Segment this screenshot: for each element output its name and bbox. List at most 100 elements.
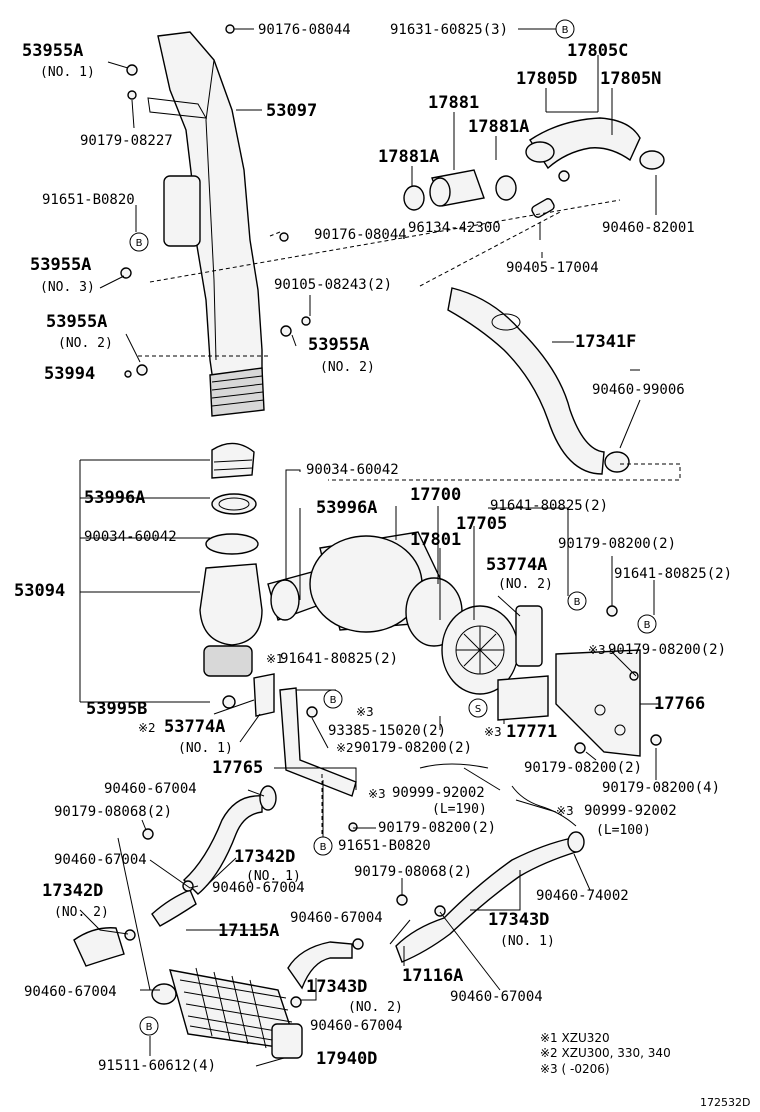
- part-label: 53955A: [22, 41, 83, 61]
- part-label: 90460-74002: [536, 888, 629, 904]
- part-label: 17342D: [234, 847, 295, 867]
- pipe-17805c-drawing: [525, 117, 665, 170]
- part-label: 90460-67004: [24, 984, 117, 1000]
- svg-text:B: B: [330, 695, 337, 706]
- part-label: 17116A: [402, 966, 463, 986]
- part-label: 90179-08200(2): [524, 760, 642, 776]
- part-label: 17805N: [600, 69, 661, 89]
- cleaner-bracket-drawing: [555, 649, 641, 757]
- part-label: 90405-17004: [506, 260, 599, 276]
- part-label: 90460-67004: [54, 852, 147, 868]
- part-sublabel: (NO. 1): [500, 934, 555, 949]
- svg-text:B: B: [562, 25, 569, 36]
- part-label: 53955A: [30, 255, 91, 275]
- part-label: 90034-60042: [84, 529, 177, 545]
- part-label: 91641-80825(2): [490, 498, 608, 514]
- svg-text:B: B: [574, 597, 581, 608]
- part-label: 90179-08200(2): [608, 642, 726, 658]
- part-labels: 90176-08044 91631-60825(3) 17805C 53955A…: [14, 22, 732, 1074]
- part-label: 53094: [14, 581, 65, 601]
- footnote: ※3 ( -0206): [540, 1062, 610, 1076]
- circle-mark-b: B: [129, 232, 149, 252]
- part-sublabel: (NO. 1): [40, 65, 95, 80]
- part-label: 53955A: [308, 335, 369, 355]
- circle-mark-b: B: [555, 19, 575, 39]
- note-mark: ※1: [266, 652, 284, 666]
- circled-marks: B B B B B S B B: [129, 19, 657, 1036]
- part-label: 91641-80825(2): [280, 651, 398, 667]
- svg-text:B: B: [320, 842, 327, 853]
- intake-duct-drawing: [147, 31, 265, 417]
- dashed-boundaries: [138, 199, 681, 846]
- svg-text:B: B: [146, 1022, 153, 1033]
- part-label: 90999-92002: [584, 803, 677, 819]
- part-label: 17940D: [316, 1049, 377, 1069]
- part-label: 90179-08200(2): [354, 740, 472, 756]
- small-hoses-drawing: [419, 763, 577, 827]
- part-label: 90460-82001: [602, 220, 695, 236]
- part-sublabel: (NO. 1): [246, 869, 301, 884]
- part-label: 90460-67004: [310, 1018, 403, 1034]
- circle-mark-b: B: [139, 1016, 159, 1036]
- svg-text:S: S: [475, 704, 481, 715]
- svg-text:B: B: [644, 620, 651, 631]
- part-label: 90460-67004: [104, 781, 197, 797]
- part-label: 53774A: [486, 555, 547, 575]
- part-sublabel: (NO. 1): [178, 741, 233, 756]
- part-sublabel: (NO. 2): [58, 336, 113, 351]
- circle-mark-b: B: [323, 689, 343, 709]
- part-label: 90179-08200(2): [558, 536, 676, 552]
- air-cleaner-drawing: [267, 531, 549, 721]
- part-label: 53994: [44, 364, 95, 384]
- part-label: 91651-B0820: [338, 838, 431, 854]
- intercooler-pipes-drawing: [73, 785, 585, 990]
- part-label: 96134-42300: [408, 220, 501, 236]
- part-label: 91511-60612(4): [98, 1058, 216, 1074]
- part-sublabel: (NO. 2): [54, 905, 109, 920]
- part-label: 53774A: [164, 717, 225, 737]
- intercooler-drawing: [151, 967, 303, 1059]
- note-mark: ※3: [368, 787, 386, 801]
- part-label: 53996A: [84, 488, 145, 508]
- part-label: 17881: [428, 93, 479, 113]
- part-sublabel: (NO. 3): [40, 280, 95, 295]
- part-label: 90034-60042: [306, 462, 399, 478]
- part-sublabel: (NO. 2): [348, 1000, 403, 1015]
- part-label: 17881A: [378, 147, 439, 167]
- part-label: 90179-08200(4): [602, 780, 720, 796]
- part-label: 90179-08227: [80, 133, 173, 149]
- part-label: 17343D: [488, 910, 549, 930]
- hose-adapter-stack-drawing: [199, 442, 263, 709]
- part-label: 93385-15020(2): [328, 723, 446, 739]
- part-sublabel: (L=190): [432, 802, 487, 817]
- leader-lines: [79, 28, 660, 1067]
- part-label: 90179-08068(2): [354, 864, 472, 880]
- part-sublabel: (NO. 2): [498, 577, 553, 592]
- part-label: 17705: [456, 514, 507, 534]
- part-label: 90460-67004: [212, 880, 305, 896]
- footnote: ※1 XZU320: [540, 1031, 610, 1045]
- part-label: 90999-92002: [392, 785, 485, 801]
- note-mark: ※3: [556, 804, 574, 818]
- part-label: 90460-99006: [592, 382, 685, 398]
- part-sublabel: (L=100): [596, 823, 651, 838]
- part-label: 90460-67004: [290, 910, 383, 926]
- footnote: ※2 XZU300, 330, 340: [540, 1046, 671, 1060]
- circle-mark-b: B: [313, 836, 333, 856]
- part-label: 17766: [654, 694, 705, 714]
- circle-mark-b: B: [567, 591, 587, 611]
- part-sublabel: (NO. 2): [320, 360, 375, 375]
- part-label: 90105-08243(2): [274, 277, 392, 293]
- footnotes: ※1 XZU320 ※2 XZU300, 330, 340 ※3 ( -0206…: [540, 1031, 750, 1109]
- figure-code: 172532D: [700, 1096, 750, 1109]
- note-mark: ※2: [336, 741, 354, 755]
- note-mark: ※2: [138, 721, 156, 735]
- part-label: 53996A: [316, 498, 377, 518]
- pipe-17341f-drawing: [447, 287, 630, 475]
- part-label: 53955A: [46, 312, 107, 332]
- part-label: 17115A: [218, 921, 279, 941]
- part-label: 17343D: [306, 977, 367, 997]
- part-label: 17805D: [516, 69, 577, 89]
- part-label: 91651-B0820: [42, 192, 135, 208]
